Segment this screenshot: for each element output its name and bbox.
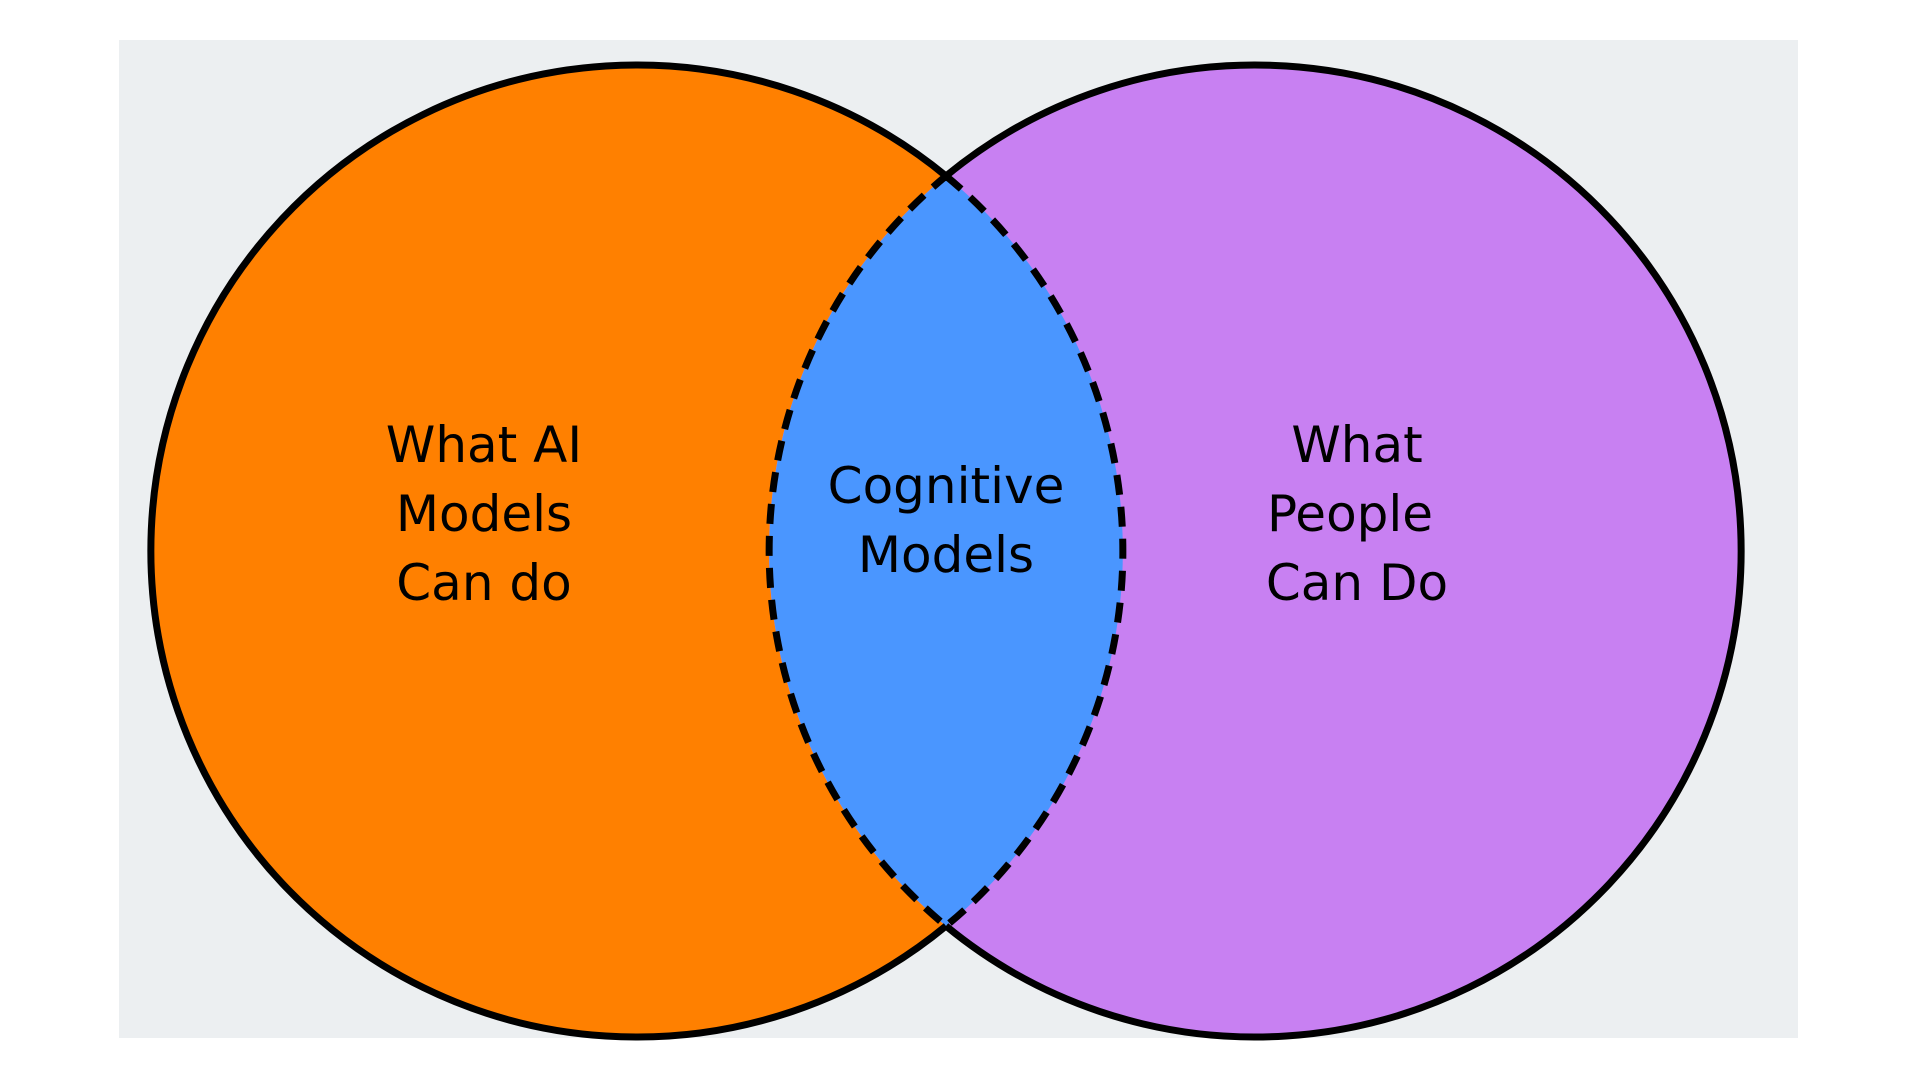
overlap-label-line: Models: [858, 526, 1034, 584]
left-label-line: Models: [396, 485, 572, 543]
right-label-line: Can Do: [1266, 554, 1448, 612]
left-circle-outline: [147, 61, 949, 1041]
overlap-label-line: Cognitive: [828, 457, 1065, 515]
left-label-line: What AI: [386, 416, 582, 474]
right-label-line: What: [1291, 416, 1422, 474]
right-label-line: People: [1267, 485, 1433, 543]
left-label-line: Can do: [396, 554, 571, 612]
right-circle-outline: [943, 61, 1745, 1041]
overlap-region-cognitive-models: [769, 176, 1123, 926]
